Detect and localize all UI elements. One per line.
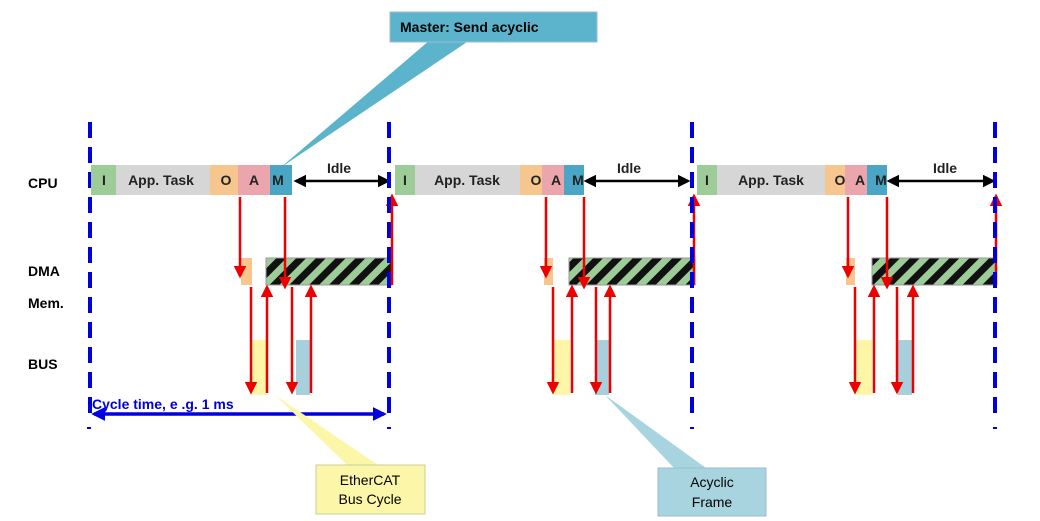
dma-small-block	[241, 258, 252, 285]
cpu-master-label: M	[572, 172, 584, 188]
cpu-init-label: I	[705, 172, 709, 188]
cpu-init-segment	[697, 165, 717, 195]
bus-ethercat-frame	[553, 340, 570, 395]
cycle-time-label: Cycle time, e .g. 1 ms	[92, 396, 234, 412]
cpu-output-label: O	[835, 172, 846, 188]
bus-acyclic-frame	[595, 340, 609, 395]
callout-ethercat-line2: Bus Cycle	[338, 491, 401, 507]
idle-label: Idle	[617, 160, 641, 176]
cpu-init-segment	[91, 165, 116, 195]
cpu-master-segment	[867, 165, 887, 195]
cycle-3: I App. Task O A M Idle	[690, 122, 1003, 414]
bus-acyclic-frame	[898, 340, 912, 395]
callout-master-send-text: Master: Send acyclic	[400, 19, 539, 35]
cycle-1: I App. Task O A M Idle	[88, 122, 399, 414]
idle-label: Idle	[933, 160, 957, 176]
cpu-acyclic-label: A	[551, 172, 561, 188]
callout-master-send: Master: Send acyclic	[280, 11, 598, 168]
cpu-output-segment	[210, 165, 238, 195]
cpu-output-segment	[825, 165, 845, 195]
dma-transfer-block	[568, 257, 696, 286]
cpu-master-label: M	[875, 172, 887, 188]
cpu-output-segment	[520, 165, 542, 195]
callout-ethercat-bus-cycle: EtherCAT Bus Cycle	[275, 395, 426, 515]
idle-label: Idle	[327, 160, 351, 176]
cpu-acyclic-segment	[845, 165, 867, 195]
dma-transfer-block	[871, 257, 997, 286]
cycle-2: I App. Task O A M Idle	[387, 122, 701, 414]
callout-acyclic-line1: Acyclic	[690, 474, 734, 490]
cpu-output-label: O	[221, 172, 232, 188]
cpu-init-label: I	[403, 172, 407, 188]
cpu-master-segment	[270, 165, 292, 195]
cpu-app-task-segment	[717, 165, 825, 195]
cpu-acyclic-segment	[238, 165, 270, 195]
row-label-mem: Mem.	[28, 295, 64, 311]
cpu-acyclic-segment	[542, 165, 564, 195]
cycle-time-indicator: Cycle time, e .g. 1 ms	[91, 396, 387, 421]
bus-ethercat-frame	[855, 340, 872, 395]
cpu-init-label: I	[102, 172, 106, 188]
row-label-dma: DMA	[28, 263, 60, 279]
cpu-app-task-segment	[116, 165, 210, 195]
bus-ethercat-frame	[250, 340, 267, 395]
row-label-bus: BUS	[28, 356, 58, 372]
cpu-app-task-label: App. Task	[128, 172, 194, 188]
callout-acyclic-frame: Acyclic Frame	[605, 395, 767, 517]
cpu-app-task-label: App. Task	[738, 172, 804, 188]
cpu-app-task-label: App. Task	[434, 172, 500, 188]
cpu-init-segment	[395, 165, 415, 195]
cpu-master-segment	[564, 165, 584, 195]
cpu-app-task-segment	[415, 165, 520, 195]
callout-acyclic-line2: Frame	[692, 494, 733, 510]
cpu-output-label: O	[531, 172, 542, 188]
row-label-cpu: CPU	[28, 175, 58, 191]
cpu-acyclic-label: A	[249, 172, 259, 188]
cpu-acyclic-label: A	[855, 172, 865, 188]
callout-ethercat-line1: EtherCAT	[340, 472, 401, 488]
cpu-master-label: M	[272, 172, 284, 188]
bus-acyclic-frame	[296, 340, 310, 395]
